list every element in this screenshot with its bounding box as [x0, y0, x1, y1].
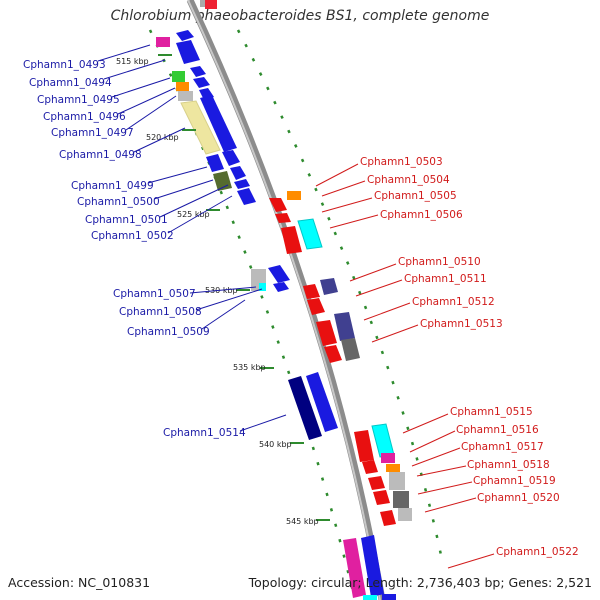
- gene-arrow[interactable]: [307, 298, 325, 315]
- gene-arrow[interactable]: [324, 345, 342, 363]
- gene-block[interactable]: [382, 594, 396, 600]
- gene-block[interactable]: [341, 338, 360, 361]
- accession-info: Accession: NC_010831: [8, 575, 151, 590]
- gene-label[interactable]: Cphamn1_0494: [29, 77, 112, 89]
- gene-arrow[interactable]: [222, 150, 240, 166]
- scale-label: 520 kbp: [146, 133, 179, 142]
- gene-block[interactable]: [172, 71, 185, 82]
- gene-arrow[interactable]: [193, 77, 210, 88]
- gene-label[interactable]: Cphamn1_0511: [404, 273, 487, 285]
- gene-arrow[interactable]: [362, 460, 378, 474]
- gene-block[interactable]: [156, 37, 170, 47]
- scale-label: 545 kbp: [286, 517, 319, 526]
- gene-label[interactable]: Cphamn1_0518: [467, 459, 550, 471]
- topology-info: Topology: circular; Length: 2,736,403 bp…: [248, 575, 592, 590]
- gene-label[interactable]: Cphamn1_0503: [360, 156, 443, 168]
- gene-arrow[interactable]: [303, 284, 320, 299]
- gene-block[interactable]: [334, 312, 355, 341]
- gene-arrow[interactable]: [269, 198, 287, 212]
- gene-arrow[interactable]: [200, 95, 237, 152]
- gene-block[interactable]: [180, 100, 221, 155]
- gene-label[interactable]: Cphamn1_0520: [477, 492, 560, 504]
- gene-arrow[interactable]: [281, 226, 302, 254]
- gene-label[interactable]: Cphamn1_0510: [398, 256, 481, 268]
- gene-block[interactable]: [389, 472, 405, 490]
- gene-label[interactable]: Cphamn1_0506: [380, 209, 463, 221]
- gene-label[interactable]: Cphamn1_0497: [51, 127, 134, 139]
- gene-arrow[interactable]: [190, 66, 206, 77]
- gene-arrow[interactable]: [268, 265, 290, 283]
- gene-arrow[interactable]: [316, 320, 337, 346]
- gene-block[interactable]: [205, 0, 217, 9]
- genome-backbone-highlight: [187, 0, 381, 600]
- gene-arrow[interactable]: [176, 40, 200, 64]
- gene-label[interactable]: Cphamn1_0507: [113, 288, 196, 300]
- gene-arrow[interactable]: [237, 188, 256, 205]
- gene-label[interactable]: Cphamn1_0515: [450, 406, 533, 418]
- gene-label[interactable]: Cphamn1_0504: [367, 174, 450, 186]
- gene-label[interactable]: Cphamn1_0500: [77, 196, 160, 208]
- gene-block[interactable]: [178, 91, 193, 101]
- gene-label[interactable]: Cphamn1_0496: [43, 111, 126, 123]
- gene-block[interactable]: [176, 82, 189, 91]
- scale-label: 515 kbp: [116, 57, 149, 66]
- gene-block[interactable]: [381, 453, 395, 463]
- gene-block[interactable]: [200, 0, 205, 7]
- genome-backbone: [186, 0, 386, 600]
- gene-arrow[interactable]: [234, 179, 250, 189]
- gene-arrow[interactable]: [361, 535, 384, 597]
- gene-block[interactable]: [287, 191, 301, 200]
- gene-label[interactable]: Cphamn1_0501: [85, 214, 168, 226]
- gene-label[interactable]: Cphamn1_0522: [496, 546, 579, 558]
- gene-block[interactable]: [398, 508, 412, 521]
- gene-block[interactable]: [213, 171, 232, 191]
- scale-label: 540 kbp: [259, 440, 292, 449]
- gene-arrow[interactable]: [176, 30, 194, 41]
- gene-arrow[interactable]: [275, 213, 291, 223]
- gene-block[interactable]: [363, 595, 377, 600]
- gene-label[interactable]: Cphamn1_0512: [412, 296, 495, 308]
- gene-label[interactable]: Cphamn1_0517: [461, 441, 544, 453]
- gene-label[interactable]: Cphamn1_0513: [420, 318, 503, 330]
- gene-label[interactable]: Cphamn1_0495: [37, 94, 120, 106]
- gene-block[interactable]: [371, 423, 395, 458]
- gene-arrow[interactable]: [373, 490, 390, 505]
- scale-label: 525 kbp: [177, 210, 210, 219]
- gene-arrow[interactable]: [230, 166, 246, 180]
- gene-block[interactable]: [288, 376, 322, 440]
- gene-arrow[interactable]: [380, 510, 396, 526]
- gene-arrow[interactable]: [354, 430, 374, 462]
- left-gene-labels: Cphamn1_0493 Cphamn1_0494 Cphamn1_0495 C…: [23, 44, 287, 439]
- gene-label[interactable]: Cphamn1_0493: [23, 59, 106, 71]
- gene-arrow[interactable]: [206, 154, 224, 172]
- gene-label[interactable]: Cphamn1_0502: [91, 230, 174, 242]
- scale-ticks: [158, 54, 330, 521]
- gene-block[interactable]: [393, 491, 409, 508]
- gene-label[interactable]: Cphamn1_0505: [374, 190, 457, 202]
- gene-block[interactable]: [259, 283, 266, 291]
- gene-label[interactable]: Cphamn1_0508: [119, 306, 202, 318]
- gene-label[interactable]: Cphamn1_0516: [456, 424, 539, 436]
- gene-arrow[interactable]: [273, 282, 289, 292]
- gene-arrow[interactable]: [368, 476, 385, 490]
- gene-label[interactable]: Cphamn1_0509: [127, 326, 210, 338]
- gene-label[interactable]: Cphamn1_0498: [59, 149, 142, 161]
- right-gene-labels: Cphamn1_0503 Cphamn1_0504 Cphamn1_0505 C…: [315, 156, 579, 569]
- gene-block[interactable]: [320, 278, 338, 295]
- outer-dotted-guide: [236, 29, 444, 561]
- gene-block[interactable]: [343, 538, 366, 598]
- gene-arrow[interactable]: [306, 372, 338, 432]
- gene-label[interactable]: Cphamn1_0519: [473, 475, 556, 487]
- gene-label[interactable]: Cphamn1_0499: [71, 180, 154, 192]
- gene-label[interactable]: Cphamn1_0514: [163, 427, 246, 439]
- genome-title: Chlorobium phaeobacteroides BS1, complet…: [110, 8, 490, 24]
- gene-block[interactable]: [386, 464, 400, 472]
- scale-label: 535 kbp: [233, 363, 266, 372]
- gene-block[interactable]: [297, 218, 323, 250]
